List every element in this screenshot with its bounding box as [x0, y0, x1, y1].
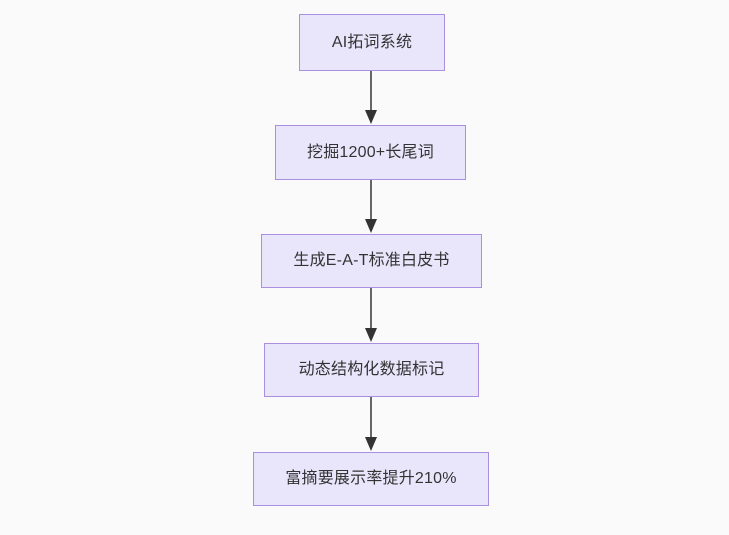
edge-n4-n5	[365, 397, 377, 451]
flowchart-node-generate-eat-whitepaper[interactable]: 生成E-A-T标准白皮书	[261, 234, 482, 288]
edge-n3-n4	[365, 288, 377, 342]
flowchart-node-ai-keyword-system[interactable]: AI拓词系统	[299, 14, 445, 71]
flowchart-node-label: 生成E-A-T标准白皮书	[293, 252, 450, 269]
flowchart-node-label: 挖掘1200+长尾词	[307, 143, 434, 161]
flowchart-node-label: 动态结构化数据标记	[298, 361, 445, 378]
flowchart-node-label: 富摘要展示率提升210%	[285, 470, 457, 487]
edge-n1-n2	[365, 71, 377, 124]
flowchart-node-mine-longtail-keywords[interactable]: 挖掘1200+长尾词	[275, 125, 466, 180]
flowchart-node-dynamic-structured-data-markup[interactable]: 动态结构化数据标记	[264, 343, 479, 397]
edge-n2-n3	[365, 180, 377, 233]
flowchart-node-rich-snippet-impression-uplift[interactable]: 富摘要展示率提升210%	[253, 452, 489, 506]
flowchart-node-label: AI拓词系统	[331, 33, 413, 51]
